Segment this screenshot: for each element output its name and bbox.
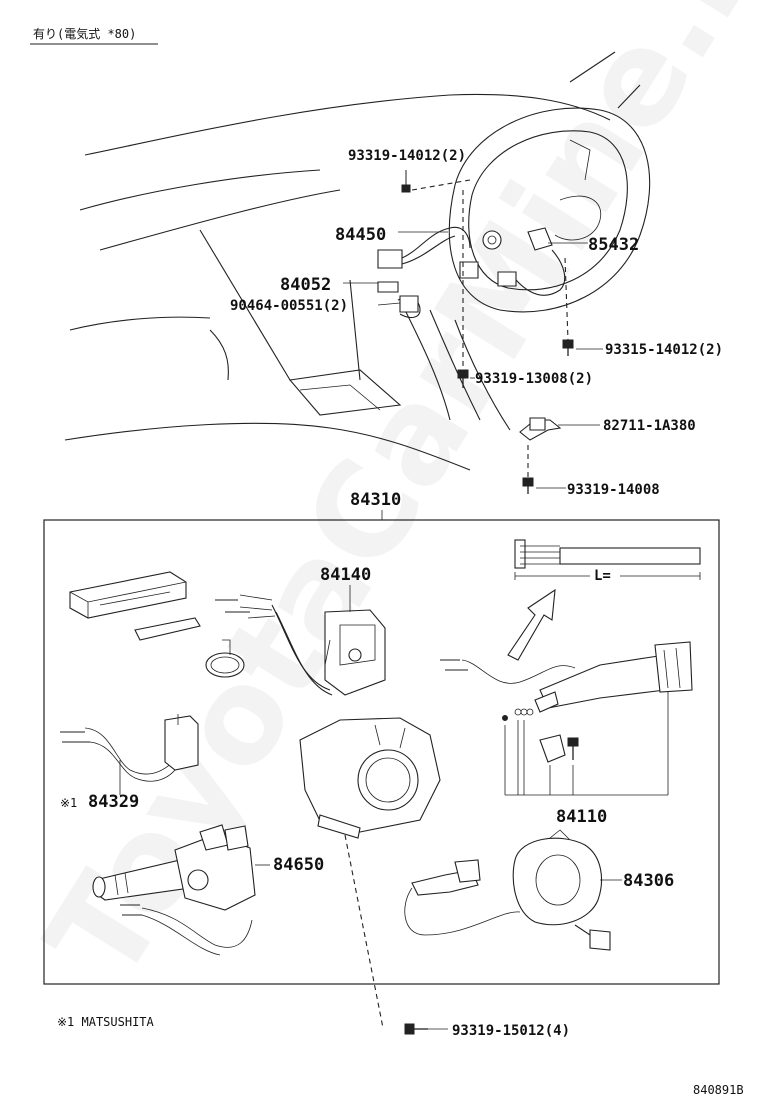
footnote-matsushita: ※1 MATSUSHITA xyxy=(57,1015,155,1029)
leader-93319-15012 xyxy=(344,834,384,1029)
screw-93319-14012-symbol xyxy=(401,170,471,193)
mark-84329: ※1 xyxy=(60,796,77,810)
label-90464-00551: 90464-00551(2) xyxy=(230,298,348,314)
condition-note: 有り(電気式 *80) xyxy=(33,26,136,41)
screw-93319-13008-symbol xyxy=(457,369,469,388)
column-parts xyxy=(377,226,566,319)
label-84450: 84450 xyxy=(335,225,386,245)
diagram-id: 840891B xyxy=(693,1083,744,1097)
leader-93315-14012 xyxy=(564,257,569,341)
label-93315-14012: 93315-14012(2) xyxy=(605,342,723,358)
label-82711-1a380: 82711-1A380 xyxy=(603,418,696,434)
connector-block xyxy=(69,571,201,641)
part-84650-drawing xyxy=(92,824,256,956)
spiral-housing-drawing xyxy=(299,717,441,839)
label-84329: 84329 xyxy=(88,792,139,812)
bracket-82711-1a380-symbol xyxy=(519,417,562,441)
group-box-84310 xyxy=(43,519,720,985)
label-84140: 84140 xyxy=(320,565,371,585)
wire-length-label: L= xyxy=(594,568,611,584)
wire-length-legend xyxy=(514,539,701,580)
label-84650: 84650 xyxy=(273,855,324,875)
dashboard-illustration xyxy=(64,51,651,471)
label-93319-14012: 93319-14012(2) xyxy=(348,148,466,164)
label-84110: 84110 xyxy=(556,807,607,827)
screw-93319-15012-symbol xyxy=(404,1023,448,1035)
label-85432: 85432 xyxy=(588,235,639,255)
clamp-ring xyxy=(205,639,245,678)
label-84052: 84052 xyxy=(280,275,331,295)
screw-93315-14012-symbol xyxy=(562,339,574,356)
part-84140-drawing xyxy=(215,594,386,696)
label-84306: 84306 xyxy=(623,871,674,891)
label-93319-13008: 93319-13008(2) xyxy=(475,371,593,387)
arrow-indicator xyxy=(507,588,556,661)
top-callout-leaders xyxy=(343,231,603,489)
label-93319-14008: 93319-14008 xyxy=(567,482,660,498)
part-84329-drawing xyxy=(60,714,199,795)
part-84306-drawing xyxy=(404,829,611,951)
part-84110-drawing xyxy=(440,641,693,796)
label-93319-15012: 93319-15012(4) xyxy=(452,1023,570,1039)
label-84310: 84310 xyxy=(350,490,401,510)
screw-93319-14008-symbol xyxy=(522,477,534,494)
